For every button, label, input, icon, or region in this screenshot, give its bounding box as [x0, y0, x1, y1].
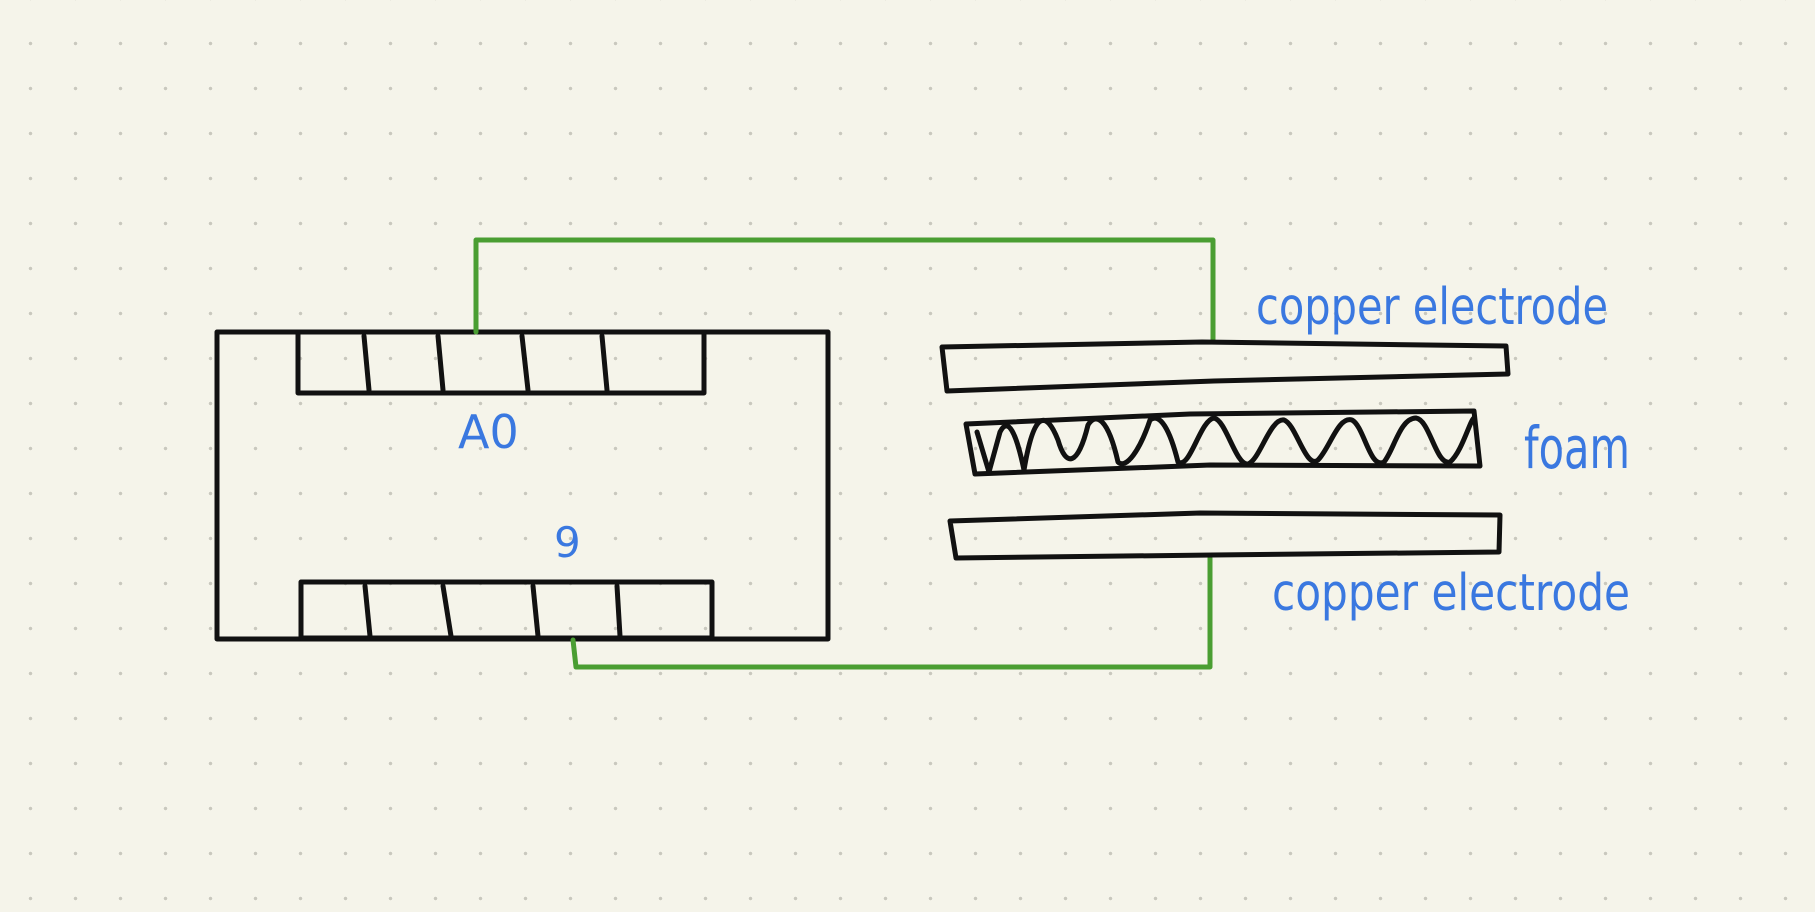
pin-label-9: 9: [554, 518, 581, 567]
wire-pin9-to-bottom-electrode: [570, 555, 1213, 670]
label-bottom-copper-electrode: copper electrode: [1272, 564, 1630, 623]
top-header-strip: [295, 329, 707, 396]
label-foam: foam: [1524, 414, 1630, 482]
wire-a0-to-top-electrode: [473, 237, 1216, 344]
bottom-header-strip: [298, 579, 715, 641]
label-top-copper-electrode: copper electrode: [1256, 278, 1608, 337]
top-copper-electrode: [939, 339, 1511, 394]
pin-label-a0: A0: [458, 405, 519, 459]
foam-layer: [963, 408, 1483, 477]
board-outline: [214, 329, 831, 642]
bottom-copper-electrode: [947, 510, 1503, 561]
